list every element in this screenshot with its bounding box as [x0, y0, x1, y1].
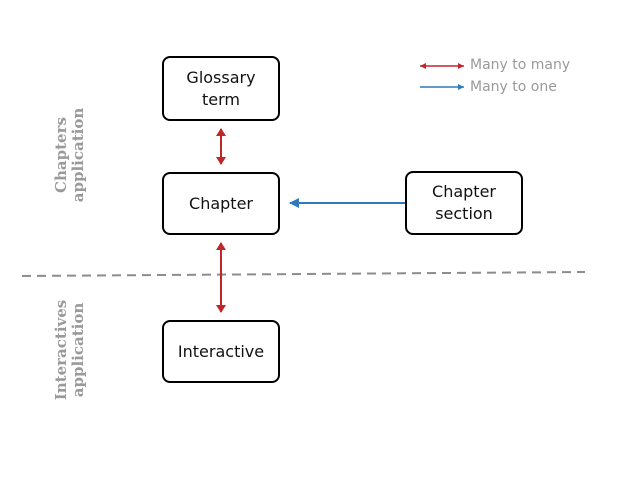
chapters-application-label: Chapters application [52, 107, 87, 203]
interactives-application-label: Interactives application [52, 299, 87, 401]
application-divider [21, 271, 586, 277]
legend-many-to-one-label: Many to one [470, 79, 557, 95]
chapter-label: Chapter [189, 193, 253, 213]
interactive-box: Interactive [162, 320, 280, 383]
chapter-section-box: Chapter section [405, 171, 523, 235]
interactive-label: Interactive [177, 341, 265, 361]
glossary-term-label: Glossary term [186, 67, 256, 109]
chapter-section-label: Chapter section [432, 182, 496, 223]
glossary-term-box: Glossary term [162, 56, 280, 121]
legend-many-to-many-label: Many to many [470, 57, 571, 73]
chapter-box: Chapter [162, 172, 280, 235]
